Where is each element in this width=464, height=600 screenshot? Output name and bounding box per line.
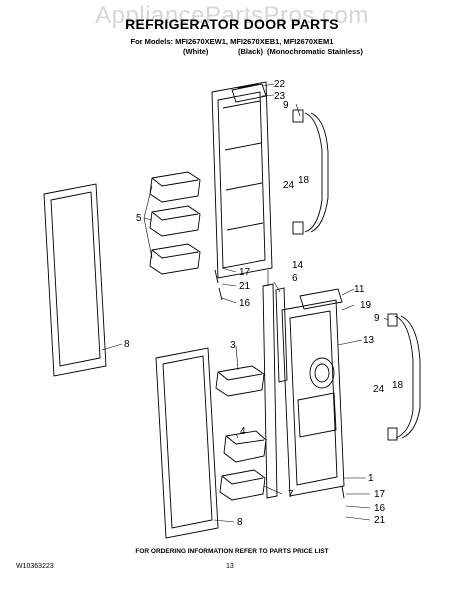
page-number: 13 — [226, 563, 234, 570]
callout-9-bottom: 9 — [374, 313, 380, 324]
models-line: For Models: MFI2670XEW1, MFI2670XEB1, MF… — [130, 37, 334, 46]
variant-black: (Black) — [238, 47, 264, 56]
callout-8-top: 8 — [124, 339, 130, 350]
door-gasket-top — [43, 183, 107, 377]
callout-1: 1 — [368, 473, 374, 484]
leader-lines — [101, 83, 389, 523]
callout-23: 23 — [274, 91, 286, 102]
upper-handle — [292, 109, 329, 235]
callout-24-top: 24 — [283, 180, 295, 191]
callout-22: 22 — [274, 79, 286, 90]
dispenser-door — [281, 288, 345, 499]
callout-6: 6 — [292, 273, 298, 284]
callout-8-bottom: 8 — [237, 517, 243, 528]
callout-17-bottom: 17 — [374, 489, 386, 500]
callout-24-bottom: 24 — [373, 384, 385, 395]
callout-11: 11 — [354, 284, 365, 295]
ordering-note: FOR ORDERING INFORMATION REFER TO PARTS … — [135, 548, 329, 555]
callout-19: 19 — [360, 300, 372, 311]
callout-4: 4 — [240, 426, 246, 437]
callout-7: 7 — [288, 489, 294, 500]
variant-mono: (Monochromatic Stainless) — [267, 47, 363, 56]
callout-16-top: 16 — [239, 298, 251, 309]
callout-18-top: 18 — [298, 175, 310, 186]
callout-numbers: 22 23 9 18 24 5 17 21 16 14 6 11 19 8 3 … — [124, 79, 404, 528]
watermark: AppliancePartsPros.com — [95, 2, 369, 29]
callout-21-bottom: 21 — [374, 515, 386, 526]
callout-5: 5 — [136, 213, 142, 224]
door-gasket-bottom — [155, 347, 219, 539]
callout-9-top: 9 — [283, 100, 289, 111]
callout-16-bottom: 16 — [374, 503, 386, 514]
upper-bins — [149, 171, 201, 275]
mullion-strip — [262, 283, 288, 499]
callout-14: 14 — [292, 260, 304, 271]
upper-door — [211, 81, 273, 301]
variant-white: (White) — [183, 47, 209, 56]
callout-21-top: 21 — [239, 281, 251, 292]
lower-handle — [387, 313, 421, 441]
callout-3: 3 — [230, 340, 236, 351]
callout-13: 13 — [363, 335, 375, 346]
callout-17-top: 17 — [239, 267, 251, 278]
page-title: REFRIGERATOR DOOR PARTS — [125, 16, 339, 32]
callout-18-bottom: 18 — [392, 380, 404, 391]
lower-bins — [215, 365, 267, 501]
document-number: W10363223 — [16, 563, 54, 570]
